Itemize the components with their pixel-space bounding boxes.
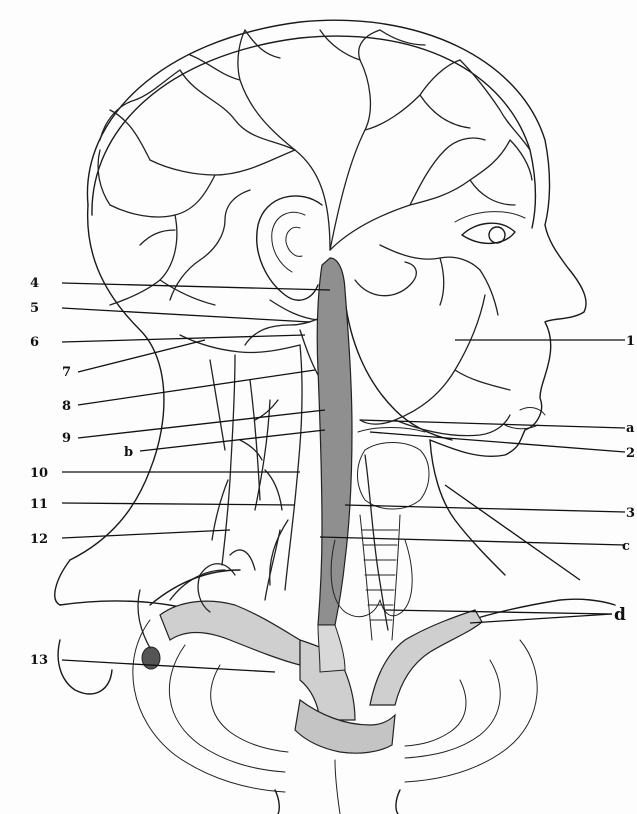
label-b: b: [124, 445, 133, 460]
sigmoid-sinus: [355, 262, 416, 296]
leader-8: [78, 370, 315, 405]
face-profile: [430, 225, 586, 456]
label-a: a: [626, 421, 635, 436]
leader-13: [62, 660, 275, 672]
leader-2: [370, 432, 625, 452]
posterior-neck-veins: [210, 355, 282, 565]
label-9: 9: [62, 431, 71, 446]
scalp-outline: [87, 20, 549, 225]
ear: [257, 196, 322, 300]
leader-a: [360, 420, 625, 428]
subclavian-vein-left: [160, 601, 300, 665]
leader-5: [62, 308, 310, 322]
hyoid-bone: [358, 428, 425, 433]
label-12: 12: [30, 532, 48, 547]
label-4: 4: [30, 276, 39, 291]
label-2: 2: [626, 446, 635, 461]
loop-vessel-3: [265, 530, 280, 600]
label-10: 10: [30, 466, 48, 481]
label-c: c: [622, 539, 630, 554]
eyebrow: [455, 212, 525, 222]
retromandibular-vein: [300, 330, 318, 375]
label-6: 6: [30, 335, 39, 350]
scalene-margin: [150, 570, 240, 605]
trachea: [360, 515, 400, 640]
label-13: 13: [30, 653, 48, 668]
labels-right: 1 a 2 3 c d: [614, 334, 635, 625]
label-5: 5: [30, 301, 39, 316]
sternum-right: [396, 790, 400, 814]
ear-inner: [272, 212, 305, 272]
label-d: d: [614, 605, 626, 625]
shoulder-left-lower: [58, 640, 112, 694]
thyroid-cartilage: [358, 443, 430, 510]
midline: [335, 760, 340, 814]
cerebral-veins: [98, 30, 532, 320]
label-3: 3: [626, 506, 635, 521]
leader-4: [62, 283, 330, 290]
facial-vein-branch: [455, 370, 510, 390]
external-jugular-lower: [270, 520, 288, 585]
suprascapular-vein: [138, 590, 150, 648]
sternum-left: [275, 790, 279, 814]
leader-11: [62, 503, 295, 505]
label-11: 11: [30, 497, 48, 512]
label-7: 7: [62, 365, 71, 380]
leader-12: [62, 530, 230, 538]
leader-d-2: [470, 614, 612, 623]
label-8: 8: [62, 399, 71, 414]
leader-c: [320, 537, 625, 545]
ear-helix: [286, 227, 302, 256]
loop-vessel-2: [230, 550, 255, 570]
eye-pupil: [489, 227, 505, 243]
facial-vein: [360, 295, 485, 424]
leader-d-1: [385, 610, 612, 614]
external-jugular-vein: [285, 345, 302, 590]
jugular-junction: [318, 625, 345, 672]
posterior-neck-outline: [70, 205, 164, 560]
label-1: 1: [626, 334, 635, 349]
internal-jugular-vein: [317, 258, 352, 625]
submental-vein: [395, 415, 510, 436]
shoulder-left: [55, 560, 70, 605]
leader-7: [78, 340, 205, 372]
